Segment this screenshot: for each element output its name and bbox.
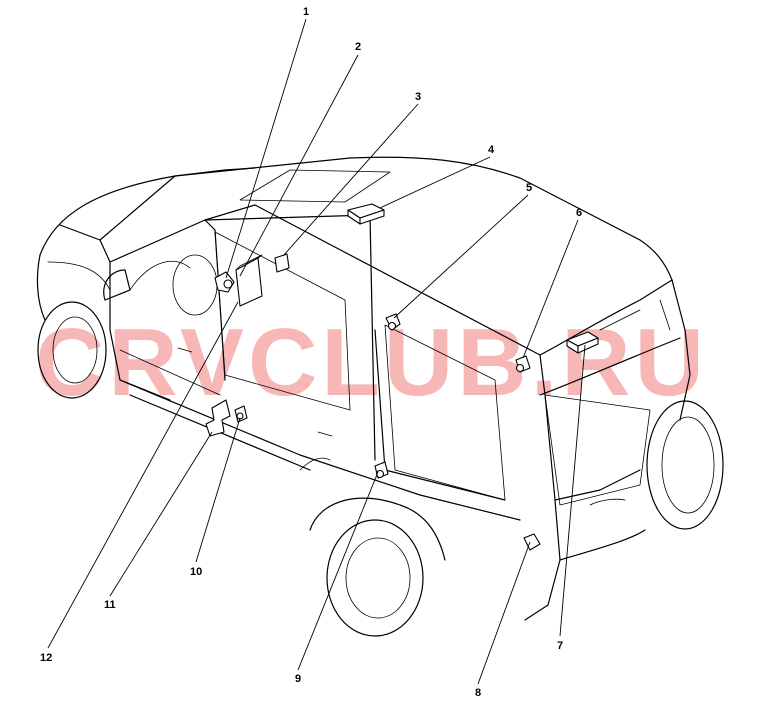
part-5-sensor xyxy=(385,313,401,331)
callout-9: 9 xyxy=(295,673,301,685)
callout-5: 5 xyxy=(526,182,532,194)
watermark: CRVCLUB.RU xyxy=(35,309,708,416)
part-7-rear-module xyxy=(566,331,599,354)
part-1-sensor xyxy=(214,271,235,293)
part-11-bracket xyxy=(205,399,231,437)
callout-3: 3 xyxy=(415,91,421,103)
callout-11: 11 xyxy=(104,599,116,611)
part-2-control-unit xyxy=(235,254,263,307)
callout-10: 10 xyxy=(190,566,202,578)
callout-4: 4 xyxy=(488,144,495,156)
part-6-sensor xyxy=(515,355,531,373)
callout-6: 6 xyxy=(576,207,582,219)
vehicle-outline xyxy=(36,156,724,637)
part-4-roof-module xyxy=(347,203,385,225)
callout-7: 7 xyxy=(557,640,563,652)
part-8-sensor xyxy=(523,533,541,551)
leader-lines xyxy=(47,18,586,685)
callout-12: 12 xyxy=(40,652,52,664)
component-parts xyxy=(205,203,599,551)
callout-2: 2 xyxy=(355,41,361,53)
part-10-sensor xyxy=(234,405,248,423)
callout-8: 8 xyxy=(475,687,481,699)
callout-1: 1 xyxy=(303,6,309,18)
callout-labels: 1 2 3 4 5 6 7 8 9 10 11 12 xyxy=(40,6,582,699)
